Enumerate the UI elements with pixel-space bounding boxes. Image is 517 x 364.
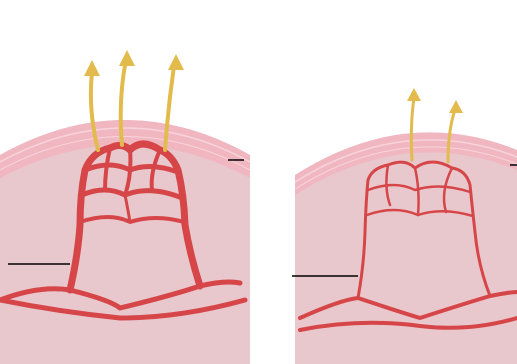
heat-loss-arrow-head	[449, 100, 463, 113]
left-panel	[0, 50, 250, 364]
heat-loss-arrow-head	[119, 50, 135, 66]
heat-loss-arrow-head	[407, 88, 421, 101]
heat-loss-arrow-head	[84, 60, 100, 76]
heat-loss-arrow-head	[168, 54, 184, 70]
right-panel	[292, 88, 517, 364]
